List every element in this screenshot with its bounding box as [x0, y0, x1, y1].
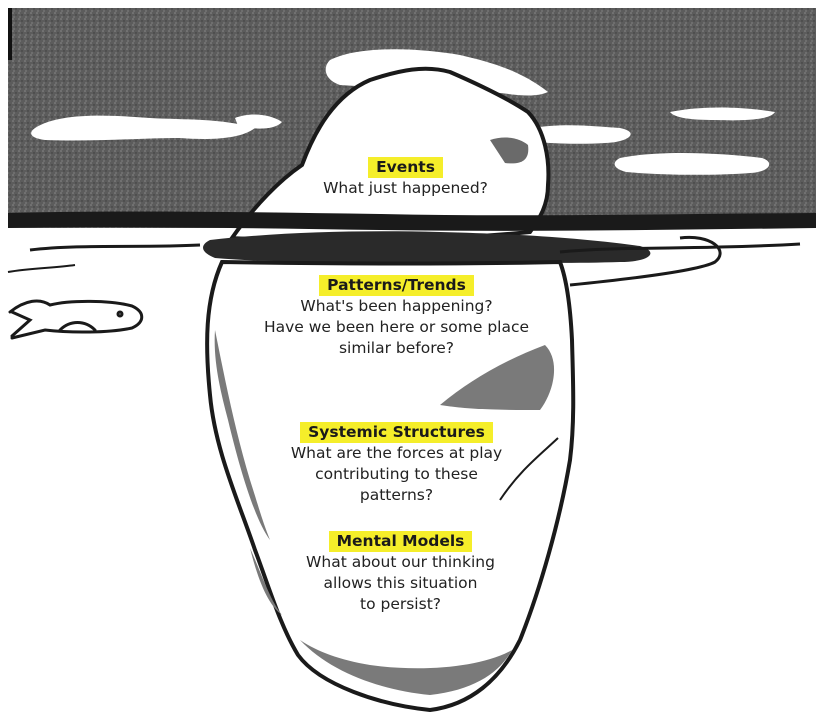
level-question: What just happened?	[0, 178, 816, 199]
level-title: Patterns/Trends	[319, 275, 474, 296]
level-title: Events	[368, 157, 443, 178]
level-patterns: Patterns/Trends What's been happening? H…	[0, 275, 807, 359]
level-systemic-structures: Systemic Structures What are the forces …	[0, 422, 807, 506]
level-mental-models: Mental Models What about our thinking al…	[0, 531, 811, 615]
level-question: What's been happening? Have we been here…	[0, 296, 807, 359]
level-events: Events What just happened?	[0, 157, 816, 199]
level-question: What are the forces at play contributing…	[0, 443, 807, 506]
frame-edge	[8, 8, 12, 60]
level-title: Mental Models	[329, 531, 473, 552]
level-question: What about our thinking allows this situ…	[0, 552, 811, 615]
level-title: Systemic Structures	[300, 422, 493, 443]
